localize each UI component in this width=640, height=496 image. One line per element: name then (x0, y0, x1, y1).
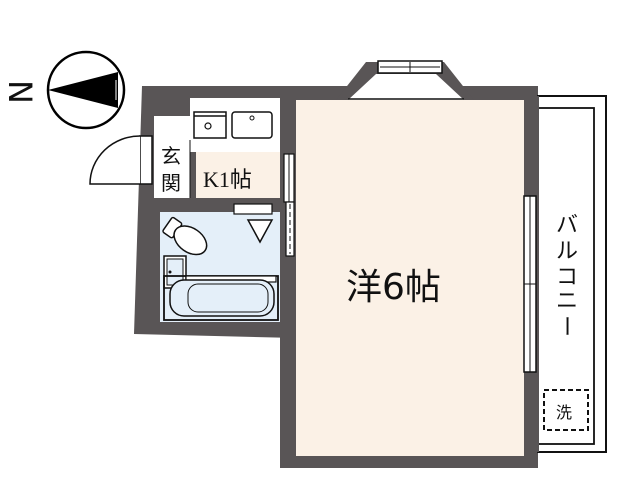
bay-window-floor (348, 74, 464, 100)
balcony-sliding-door[interactable] (523, 195, 537, 373)
entrance: 玄 関 (154, 116, 191, 198)
balcony: バ ル コ ニ ー 洗 (536, 95, 607, 453)
kitchen: K1帖 (196, 152, 280, 198)
laundry-label: 洗 (556, 403, 572, 422)
washing-machine-space-icon: 洗 (543, 389, 589, 431)
bathtub-icon (163, 275, 279, 321)
entrance-label-char-1: 玄 (161, 145, 181, 168)
balcony-inner-rail (537, 107, 595, 445)
balcony-label-char-4: ニ (556, 289, 578, 314)
entrance-door[interactable] (89, 135, 153, 185)
balcony-label-char-5: ー (553, 315, 578, 337)
balcony-label-char-2: ル (556, 239, 578, 264)
bath-sliding-door[interactable] (285, 201, 295, 257)
compass: N (1, 50, 126, 130)
bathroom (160, 203, 280, 322)
door-swing-icon (89, 135, 141, 185)
entrance-label-char-2: 関 (161, 173, 181, 195)
balcony-label-char-1: バ (556, 213, 578, 238)
main-room-label: 洋6帖 (346, 267, 441, 308)
entrance-floor (154, 116, 190, 198)
kitchen-counter (190, 98, 280, 152)
toilet-icon (162, 216, 208, 256)
kitchen-label: K1帖 (203, 167, 252, 192)
door-leaf (139, 135, 153, 185)
sink-icon (231, 111, 273, 139)
kitchen-floor (196, 152, 280, 198)
compass-north-arrow-icon (48, 72, 118, 108)
main-room: 洋6帖 (296, 74, 524, 456)
vanity-icon (246, 219, 274, 244)
compass-north-label: N (1, 80, 39, 104)
bay-window[interactable] (377, 60, 443, 74)
main-room-floor (296, 100, 524, 456)
kitchen-sliding-door[interactable] (283, 153, 295, 203)
shelf (233, 203, 273, 215)
stove-icon (193, 111, 227, 139)
balcony-label-char-3: コ (556, 265, 578, 290)
